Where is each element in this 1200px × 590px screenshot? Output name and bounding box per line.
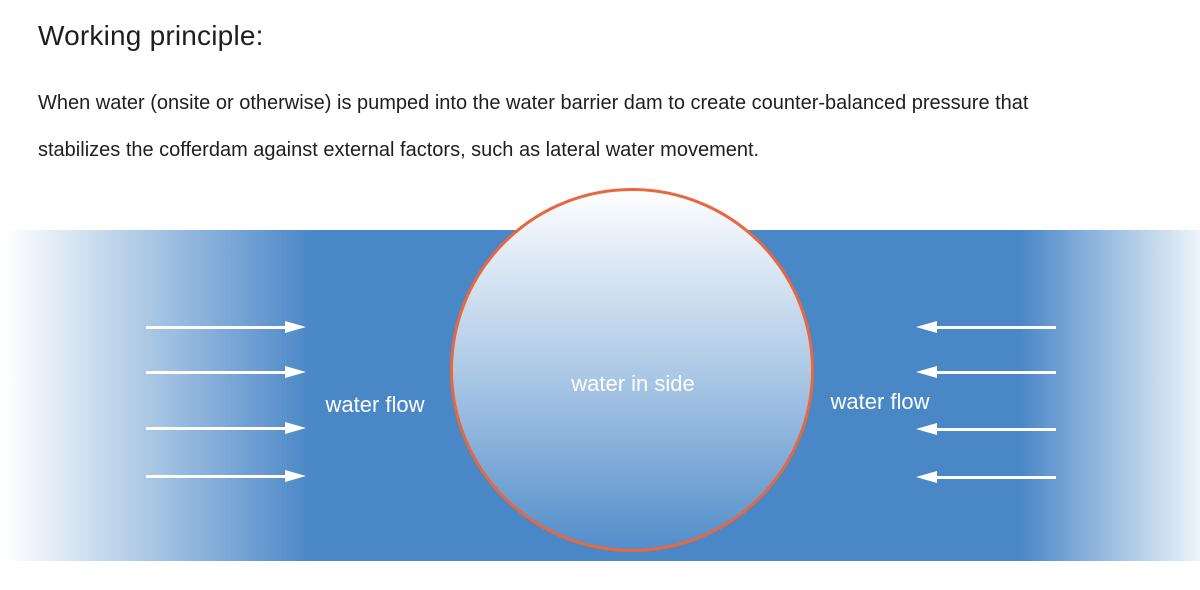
page-title: Working principle: bbox=[38, 20, 264, 51]
water-flow-arrow-right-icon bbox=[146, 321, 306, 333]
arrow-shaft bbox=[934, 370, 1056, 374]
arrow-shaft bbox=[934, 475, 1056, 479]
water-flow-label-left: water flow bbox=[325, 392, 425, 417]
arrow-shaft bbox=[146, 370, 286, 374]
arrow-head bbox=[285, 422, 306, 434]
arrow-head bbox=[916, 321, 937, 333]
water-flow-arrow-left-icon bbox=[916, 321, 1056, 333]
water-inside-label: water in side bbox=[571, 371, 695, 396]
water-flow-label-right: water flow bbox=[830, 389, 930, 414]
description-line-1: When water (onsite or otherwise) is pump… bbox=[38, 92, 1029, 114]
arrow-shaft bbox=[146, 474, 286, 478]
arrow-head bbox=[285, 321, 306, 333]
arrow-shaft bbox=[146, 426, 286, 430]
arrow-head bbox=[285, 470, 306, 482]
arrow-head bbox=[285, 366, 306, 378]
description-line-2: stabilizes the cofferdam against externa… bbox=[38, 139, 760, 161]
arrow-head bbox=[916, 423, 937, 435]
water-flow-arrow-left-icon bbox=[916, 366, 1056, 378]
arrow-shaft bbox=[146, 325, 286, 329]
water-flow-arrow-right-icon bbox=[146, 366, 306, 378]
water-barrier-dam-circle bbox=[450, 188, 814, 552]
water-flow-arrow-left-icon bbox=[916, 471, 1056, 483]
water-flow-arrow-right-icon bbox=[146, 422, 306, 434]
arrow-shaft bbox=[934, 427, 1056, 431]
water-flow-arrow-right-icon bbox=[146, 470, 306, 482]
arrow-shaft bbox=[934, 325, 1056, 329]
description: When water (onsite or otherwise) is pump… bbox=[38, 80, 1168, 174]
arrow-head bbox=[916, 471, 937, 483]
arrow-head bbox=[916, 366, 937, 378]
water-flow-arrow-left-icon bbox=[916, 423, 1056, 435]
